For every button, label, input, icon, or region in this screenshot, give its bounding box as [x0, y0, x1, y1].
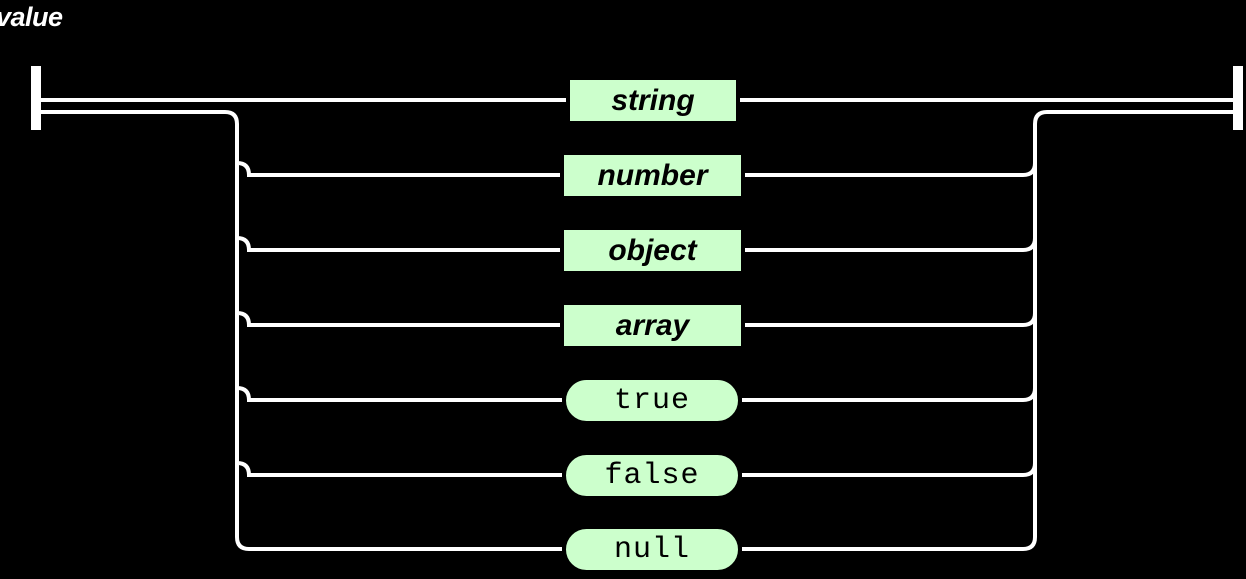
rail-branch-down-left [41, 110, 255, 551]
rail-left-true [236, 386, 562, 402]
rail-branch-up-right [1033, 110, 1237, 537]
node-null[interactable]: null [562, 525, 742, 574]
node-number[interactable]: number [560, 151, 745, 200]
node-false[interactable]: false [562, 451, 742, 500]
rail-right-true [742, 387, 1037, 402]
node-label: false [604, 458, 700, 493]
node-label: string [611, 83, 695, 117]
node-array[interactable]: array [560, 301, 745, 350]
node-label: null [613, 532, 690, 567]
node-label: object [608, 233, 697, 267]
rail-right-null [742, 536, 1037, 551]
rail-right-false [742, 462, 1037, 477]
node-label: number [597, 158, 708, 192]
node-true[interactable]: true [562, 376, 742, 425]
node-label: true [613, 383, 690, 418]
node-object[interactable]: object [560, 226, 745, 275]
rail-right-array [745, 312, 1037, 327]
rail-left-false [236, 461, 562, 477]
node-string[interactable]: string [566, 76, 740, 125]
rail-right-object [745, 237, 1037, 252]
rail-right-number [745, 162, 1037, 177]
rail-left-object [236, 236, 560, 252]
page-title: value [0, 2, 63, 32]
rail-left-number [236, 161, 560, 177]
node-label: array [615, 308, 690, 342]
rail-left-array [236, 311, 560, 327]
